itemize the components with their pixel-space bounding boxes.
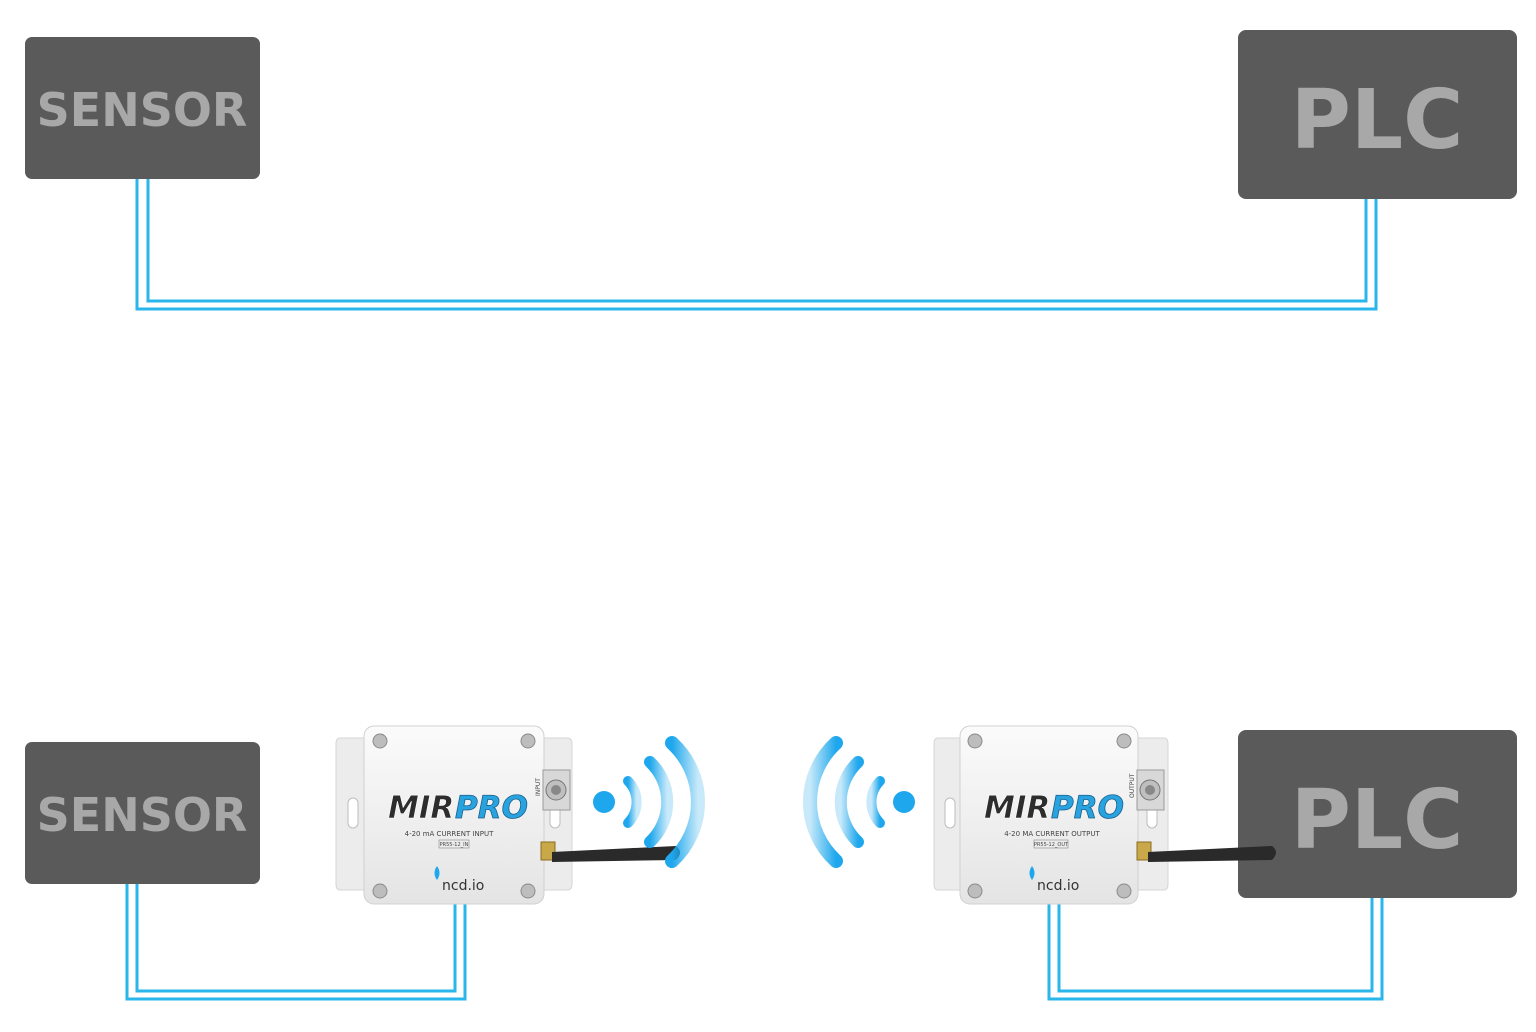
output-left-slot [944, 797, 956, 829]
bottom-right-wire [1047, 895, 1384, 1001]
output-function-label: 4-20 MA CURRENT OUTPUT [1004, 830, 1100, 838]
bottom-sensor-label: SENSOR [37, 788, 248, 842]
top-plc-box: PLC [1238, 30, 1517, 199]
input-screw-icon [372, 733, 388, 749]
bottom-sensor-box: SENSOR [25, 742, 260, 884]
input-maker-logo: ncd.io [434, 866, 484, 894]
output-screw-icon [1116, 883, 1132, 899]
input-function-label: 4-20 mA CURRENT INPUT [405, 830, 494, 838]
input-port-label: INPUT [535, 778, 542, 796]
output-maker-label: ncd.io [1037, 878, 1079, 894]
input-brand-mir: MIR [388, 790, 454, 826]
output-port-label: OUTPUT [1129, 773, 1136, 798]
top-sensor-box: SENSOR [25, 37, 260, 179]
input-port-connector [542, 769, 571, 811]
bottom-left-wire [125, 882, 467, 1001]
output-module: MIR PRO 4-20 MA CURRENT OUTPUT PR55-12_O… [933, 725, 1276, 905]
output-screw-icon [967, 883, 983, 899]
input-screw-icon [372, 883, 388, 899]
input-brand-pro: PRO [455, 790, 528, 826]
input-left-slot [347, 797, 359, 829]
output-antenna [1136, 841, 1276, 862]
bottom-plc-label: PLC [1291, 773, 1464, 868]
output-screw-icon [967, 733, 983, 749]
input-screw-icon [520, 733, 536, 749]
input-maker-label: ncd.io [442, 878, 484, 894]
input-antenna [540, 841, 680, 862]
output-brand-pro: PRO [1051, 790, 1124, 826]
wifi-transmit-icon [593, 736, 705, 868]
input-part-label: PR55-12_IN [440, 842, 469, 848]
bottom-plc-box: PLC [1238, 730, 1517, 898]
top-sensor-label: SENSOR [37, 83, 248, 137]
input-screw-icon [520, 883, 536, 899]
input-module: MIR PRO 4-20 mA CURRENT INPUT PR55-12_IN… [335, 725, 680, 905]
output-maker-logo: ncd.io [1029, 866, 1079, 894]
wifi-receive-icon [803, 736, 915, 868]
top-plc-label: PLC [1291, 73, 1464, 168]
output-screw-icon [1116, 733, 1132, 749]
output-part-label: PR55-12_OUT [1034, 842, 1069, 848]
output-port-connector [1136, 769, 1165, 811]
output-brand-mir: MIR [984, 790, 1050, 826]
top-wire [135, 175, 1378, 311]
